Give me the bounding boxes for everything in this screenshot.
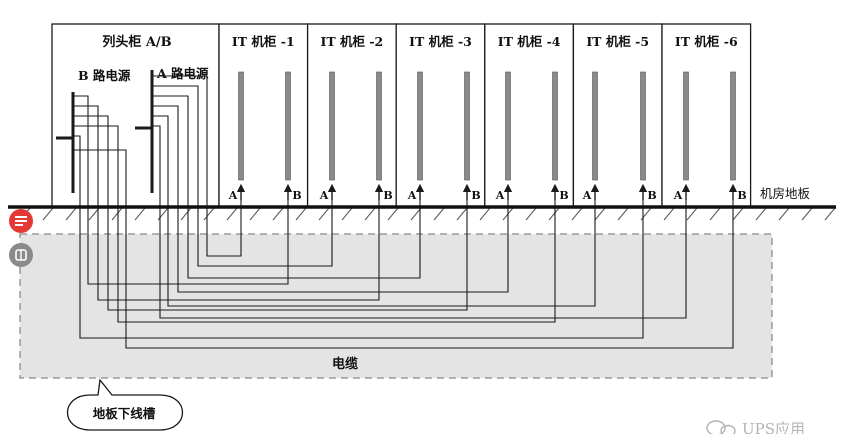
hatch-mark [42, 207, 54, 221]
hatch-mark [341, 207, 353, 221]
pdu-label-b: B [292, 189, 301, 202]
hatch-mark [226, 207, 238, 221]
hatch-mark [571, 207, 583, 221]
hatch-mark [88, 207, 100, 221]
it-cabinet-box [661, 23, 752, 208]
hatch-mark [479, 207, 491, 221]
pdu-label-a: A [407, 189, 417, 202]
it-cabinet-box [395, 23, 486, 208]
power-cable [152, 85, 333, 267]
hatch-mark [548, 207, 560, 221]
hatch-mark [134, 207, 146, 221]
hatch-mark [824, 207, 836, 221]
bookmark-button[interactable] [9, 243, 33, 267]
pdu-label-b: B [737, 189, 746, 202]
share-button[interactable] [9, 209, 33, 233]
trough-callout-label: 地板下线槽 [93, 406, 156, 421]
hatch-mark [203, 207, 215, 221]
hatch-mark [456, 207, 468, 221]
hatch-mark [111, 207, 123, 221]
floor-hatching [19, 207, 836, 221]
it-cabinet-box [484, 23, 575, 208]
pdu-label-b: B [383, 189, 392, 202]
pdu-label-a: A [495, 189, 505, 202]
pdu-bar-a [329, 71, 335, 181]
pdu-bar-a [505, 71, 511, 181]
cable-routes [73, 75, 734, 349]
pdu-label-b: B [647, 189, 656, 202]
it-cabinet-title: IT 机柜 -4 [498, 34, 561, 49]
power-cable [152, 105, 509, 293]
header-cabinet-title: 列头柜 A/B [102, 34, 171, 50]
hatch-mark [686, 207, 698, 221]
cable-label: 电缆 [332, 356, 358, 372]
hatch-mark [755, 207, 767, 221]
pdu-label-b: B [559, 189, 568, 202]
pdu-label-a: A [673, 189, 683, 202]
hatch-mark [249, 207, 261, 221]
it-cabinet-title: IT 机柜 -2 [321, 34, 384, 49]
hatch-mark [709, 207, 721, 221]
power-cable [73, 115, 468, 311]
it-cabinet-title: IT 机柜 -6 [675, 34, 738, 49]
pdu-bar-a [592, 71, 598, 181]
power-cable [73, 105, 380, 301]
bookmark-icon [15, 249, 27, 261]
hatch-mark [387, 207, 399, 221]
hatch-mark [318, 207, 330, 221]
power-cable [73, 95, 289, 285]
pdu-bar-b [730, 71, 736, 181]
hatch-mark [594, 207, 606, 221]
pdu-bar-b [285, 71, 291, 181]
hatch-mark [778, 207, 790, 221]
pdu-bar-a [683, 71, 689, 181]
it-cabinet-title: IT 机柜 -3 [409, 34, 472, 49]
power-cable [73, 125, 556, 323]
pdu-bar-a [238, 71, 244, 181]
trough-callout-bubble [66, 378, 184, 431]
pdu-bar-b [464, 71, 470, 181]
pdu-bar-b [376, 71, 382, 181]
power-cable [152, 75, 242, 257]
hatch-mark [801, 207, 813, 221]
pdu-label-b: B [471, 189, 480, 202]
share-icon [15, 216, 27, 226]
hatch-mark [295, 207, 307, 221]
it-cabinet-box [572, 23, 663, 208]
wechat-icon [706, 420, 736, 434]
floor-label: 机房地板 [760, 186, 811, 201]
watermark-text: UPS应用 [742, 420, 805, 434]
pdu-bar-a [417, 71, 423, 181]
power-cable [73, 149, 734, 349]
pdu-label-a: A [319, 189, 329, 202]
hatch-mark [617, 207, 629, 221]
it-cabinet-box [306, 23, 397, 208]
it-cabinet-title: IT 机柜 -1 [232, 34, 295, 49]
hatch-mark [180, 207, 192, 221]
hatch-mark [272, 207, 284, 221]
pdu-label-a: A [582, 189, 592, 202]
hatch-mark [364, 207, 376, 221]
watermark: UPS应用 [706, 420, 805, 434]
pdu-label-a: A [228, 189, 238, 202]
power-cable [73, 135, 644, 339]
hatch-mark [410, 207, 422, 221]
pdu-bar-b [640, 71, 646, 181]
power-cable [152, 125, 687, 319]
hatch-mark [732, 207, 744, 221]
pdu-bar-b [552, 71, 558, 181]
hatch-mark [65, 207, 77, 221]
a-power-label: A 路电源 [156, 66, 209, 81]
it-cabinet-box [218, 23, 309, 208]
power-cable [152, 115, 596, 307]
hatch-mark [663, 207, 675, 221]
hatch-mark [525, 207, 537, 221]
power-cable [152, 95, 421, 279]
it-cabinet-title: IT 机柜 -5 [586, 34, 649, 49]
b-power-label: B 路电源 [78, 68, 131, 83]
hatch-mark [433, 207, 445, 221]
